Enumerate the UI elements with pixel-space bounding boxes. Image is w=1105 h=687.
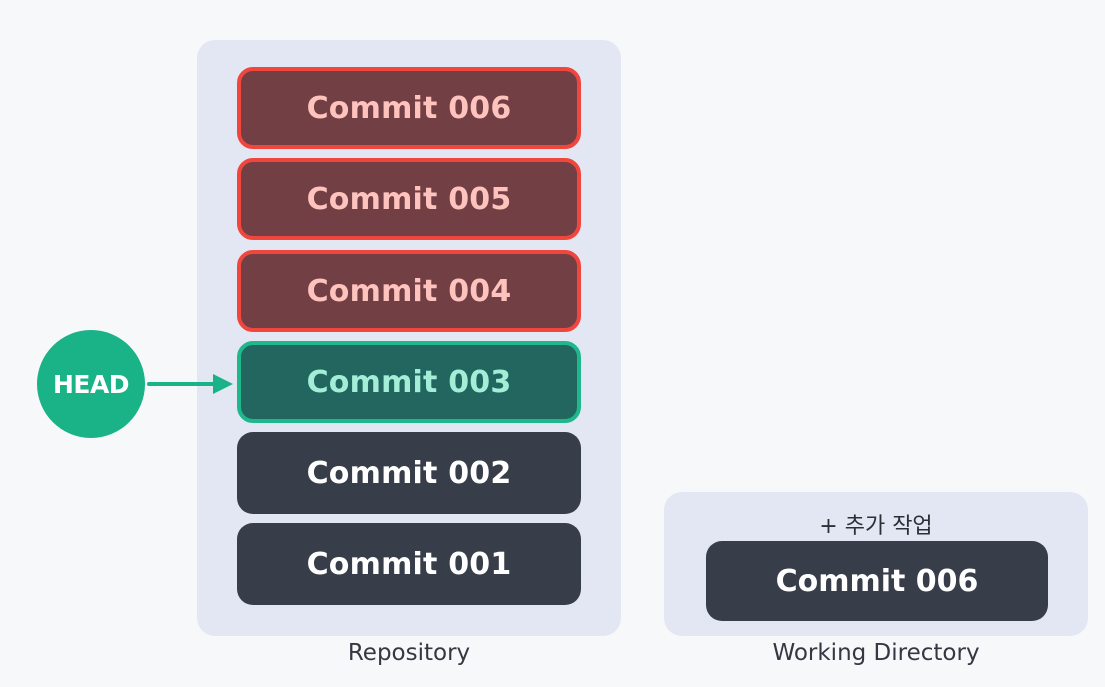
working-directory-label: Working Directory [772,640,980,666]
commit-box-003: Commit 003 [237,341,581,423]
working-directory-panel: + 추가 작업 Commit 006 [664,492,1088,636]
commit-box-004: Commit 004 [237,250,581,332]
additional-work-note: + 추가 작업 [819,514,933,539]
repository-label: Repository [347,640,471,666]
commit-box-005: Commit 005 [237,158,581,240]
commit-box-002: Commit 002 [237,432,581,514]
head-arrow-icon [147,374,233,394]
working-directory-commit: Commit 006 [706,541,1048,621]
commit-box-006: Commit 006 [237,67,581,149]
head-pointer-badge: HEAD [37,330,145,438]
repository-panel: Commit 006 Commit 005 Commit 004 Commit … [197,40,621,636]
commit-box-001: Commit 001 [237,523,581,605]
